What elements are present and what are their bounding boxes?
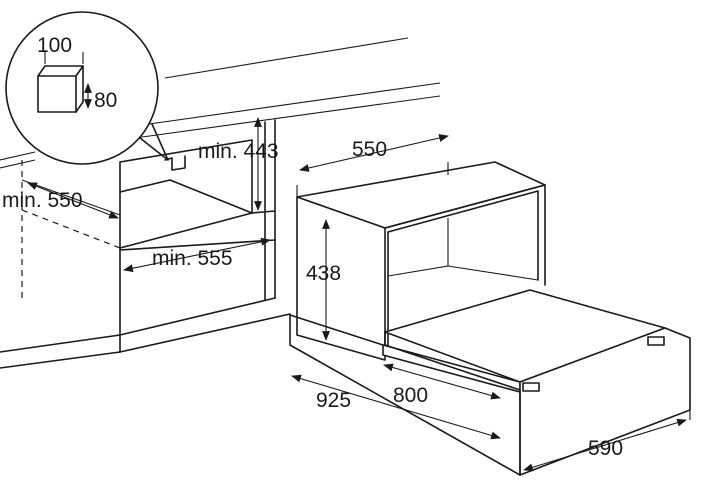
unit-depth-label: 550: [352, 138, 387, 161]
cabinet-width-label: min. 555: [152, 247, 233, 270]
cabinet-opening-height-label: min. 443: [198, 140, 279, 163]
inset-height-label: 80: [94, 89, 117, 112]
warming-drawer-unit: [289, 161, 691, 476]
unit-height-label: 438: [306, 262, 341, 285]
cabinet-depth-label: min. 550: [2, 189, 83, 212]
drawer-extension-label: 800: [393, 384, 428, 407]
drawer-depth-total-label: 925: [316, 389, 351, 412]
unit-dimensions: 550 438 925 800 590: [291, 134, 687, 472]
inset-width-label: 100: [37, 34, 72, 57]
unit-width-label: 590: [588, 437, 623, 460]
cabinet-dimensions: min. 443 min. 550 min. 555: [2, 117, 279, 273]
detail-callout: 100 80: [5, 11, 169, 165]
